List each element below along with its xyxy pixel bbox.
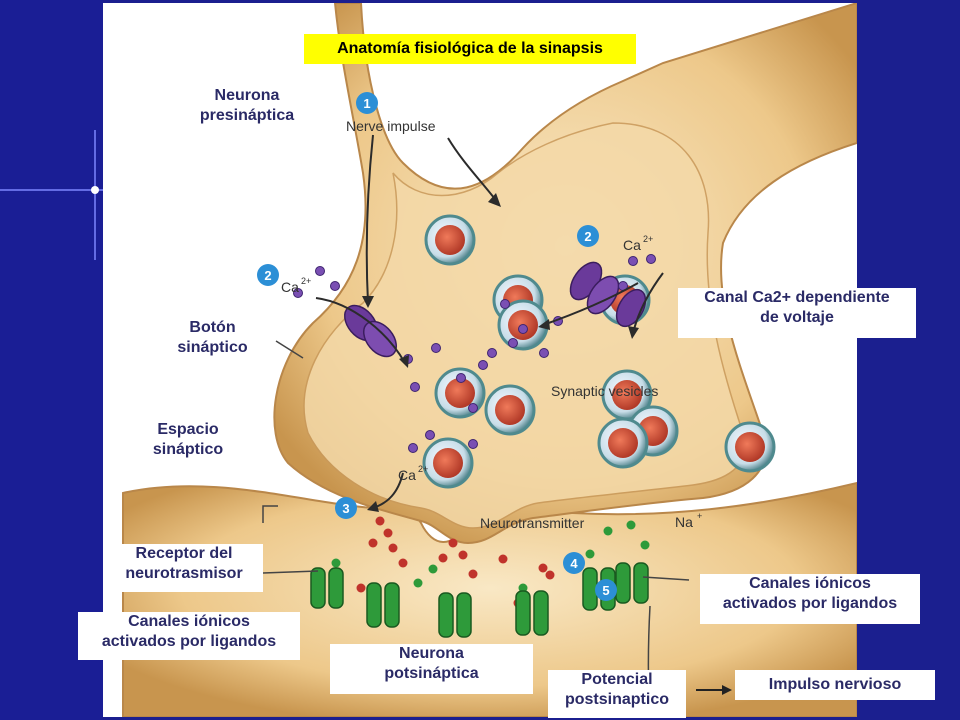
receptor-channels — [310, 562, 649, 638]
na-label: Na + — [675, 511, 702, 530]
label-ligand-channels-left: Canales iónicos activados por ligandos — [78, 612, 300, 660]
receptor-channel — [310, 567, 344, 609]
svg-text:Ca: Ca — [623, 237, 641, 253]
label-ca-channel: Canal Ca2+ dependiente de voltaje — [678, 288, 916, 338]
vesicle — [601, 369, 653, 421]
label-line: Botón — [189, 319, 236, 336]
label-line: activados por ligandos — [101, 633, 277, 650]
label-synaptic-bouton: Botón sináptico — [150, 318, 275, 368]
label-line: Potencial — [581, 671, 653, 688]
receptor-channel — [366, 582, 400, 628]
ca-label: Ca 2+ — [398, 464, 428, 483]
step-marker: 5 — [595, 579, 617, 601]
impulse-arrow — [696, 685, 732, 695]
ca-label: Ca 2+ — [623, 234, 653, 253]
label-line: potsináptica — [384, 665, 479, 682]
vesicle — [434, 367, 486, 419]
label-line: Receptor del — [135, 545, 233, 562]
vesicle — [424, 214, 476, 266]
step-marker: 4 — [563, 552, 585, 574]
label-line: Canal Ca2+ dependiente — [704, 289, 890, 306]
label-synaptic-cleft: Espacio sináptico — [138, 420, 238, 470]
svg-text:4: 4 — [570, 556, 578, 571]
arrowheads — [362, 193, 639, 512]
sparkle-star — [91, 186, 99, 194]
svg-text:+: + — [697, 511, 702, 521]
svg-text:2+: 2+ — [643, 234, 653, 244]
svg-text:1: 1 — [363, 96, 370, 111]
label-line: Canales iónicos — [128, 613, 250, 630]
vesicle — [484, 384, 536, 436]
label-ligand-channels-right: Canales iónicos activados por ligandos — [700, 574, 920, 624]
neurotransmitter-label: Neurotransmitter — [480, 515, 585, 531]
step-marker: 1 — [356, 92, 378, 114]
svg-text:Ca: Ca — [398, 467, 416, 483]
label-postsynaptic-neuron: Neurona potsináptica — [330, 644, 533, 694]
vesicle — [597, 417, 649, 469]
vesicle — [422, 437, 474, 489]
svg-text:2+: 2+ — [418, 464, 428, 474]
label-line: neurotrasmisor — [125, 565, 243, 582]
svg-text:5: 5 — [602, 583, 609, 598]
svg-text:3: 3 — [342, 501, 349, 516]
slide-title: Anatomía fisiológica de la sinapsis — [304, 34, 636, 64]
vesicle — [724, 421, 776, 473]
label-line: de voltaje — [760, 309, 834, 326]
svg-text:2+: 2+ — [301, 276, 311, 286]
label-line: Neurona — [399, 645, 464, 662]
label-line: activados por ligandos — [722, 595, 898, 612]
synapse-illustration: 1 2 2 3 4 5 Nerve impulse Synaptic vesic… — [122, 3, 857, 717]
ca-channel — [343, 304, 398, 358]
receptor-channel — [438, 592, 472, 638]
label-postsynaptic-potential: Potencial postsinaptico — [548, 670, 686, 718]
label-line: Espacio — [157, 421, 219, 438]
step-marker: 2 — [577, 225, 599, 247]
receptor-channel — [615, 562, 649, 604]
svg-text:2: 2 — [264, 268, 271, 283]
label-line: Neurona — [214, 87, 280, 104]
step-marker: 3 — [335, 497, 357, 519]
svg-text:2: 2 — [584, 229, 591, 244]
label-presynaptic-neuron: Neurona presináptica — [172, 86, 322, 132]
svg-text:Ca: Ca — [281, 279, 299, 295]
label-neurotransmitter-receptor: Receptor del neurotrasmisor — [105, 544, 263, 592]
label-line: sináptico — [177, 339, 248, 356]
label-line: Canales iónicos — [749, 575, 871, 592]
receptor-channel — [515, 590, 549, 636]
label-line: presináptica — [199, 107, 295, 124]
label-line: postsinaptico — [564, 691, 669, 708]
nerve-impulse-label: Nerve impulse — [346, 118, 436, 134]
label-line: sináptico — [152, 441, 224, 458]
ca-ions — [293, 254, 656, 453]
synaptic-vesicles-label: Synaptic vesicles — [551, 383, 658, 399]
step-marker: 2 — [257, 264, 279, 286]
svg-text:Na: Na — [675, 514, 693, 530]
ca-label: Ca 2+ — [281, 276, 311, 295]
label-nerve-impulse: Impulso nervioso — [735, 670, 935, 700]
